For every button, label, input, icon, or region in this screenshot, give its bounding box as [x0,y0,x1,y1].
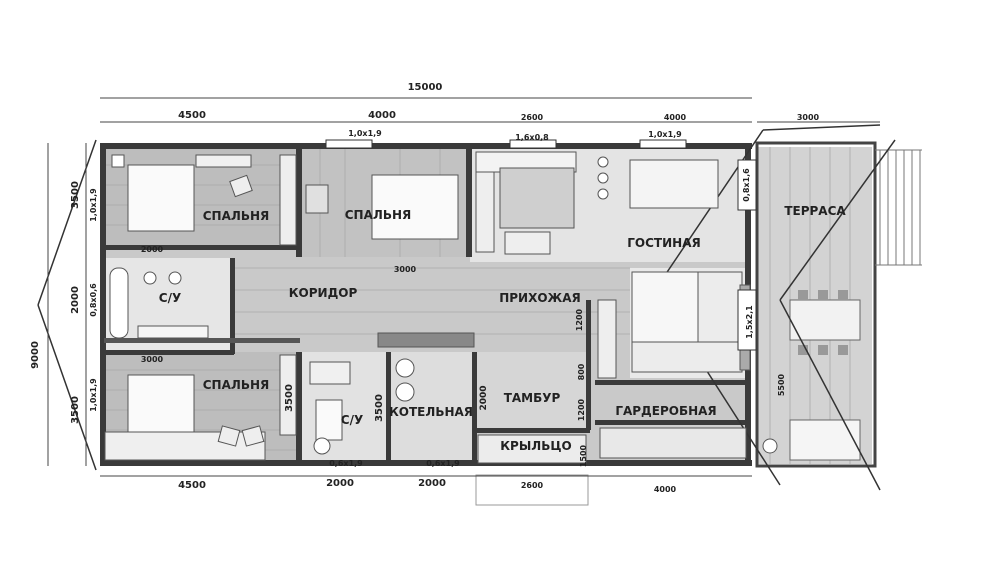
room-living: ГОСТИНАЯ [627,236,700,250]
dim-terrace-5500: 5500 [777,373,786,396]
dim-vest-800: 800 [577,363,586,380]
dim-bottom-mid1: 2000 [326,478,354,489]
room-bedroom-2: СПАЛЬНЯ [345,208,412,222]
dim-vest-1200: 1200 [577,398,586,421]
dim-inner-2000: 2000 [141,245,164,254]
dim-left-mid: 2000 [70,286,81,314]
dim-top-mid: 4000 [368,110,396,121]
window-label-4: 0,8x1,6 [742,168,751,202]
room-wardrobe: ГАРДЕРОБНАЯ [615,404,716,418]
room-corridor: КОРИДОР [289,286,358,300]
dim-corridor-3000: 3000 [394,265,417,274]
room-boiler: КОТЕЛЬНАЯ [389,405,473,419]
window-label-8: 1,5x2,1 [745,305,754,339]
dim-total-width: 15000 [408,82,443,93]
room-hallway: ПРИХОЖАЯ [499,291,581,305]
dim-hall-1200: 1200 [575,308,584,331]
room-porch: КРЫЛЬЦО [500,439,571,453]
dim-wc-3500: 3500 [284,384,295,412]
window-label-7: 1,0x1,9 [89,378,98,412]
dim-bottom-right: 4000 [654,485,677,494]
dim-left-bot: 3500 [70,396,81,424]
dim-boiler-3500: 3500 [374,394,385,422]
dim-bottom-left: 4500 [178,480,206,491]
dim-porch-1500: 1500 [579,444,588,467]
room-terrace: ТЕРРАСА [784,204,846,218]
dim-terrace-width: 3000 [797,113,820,122]
dim-left-top: 3500 [70,181,81,209]
room-bedroom-1: СПАЛЬНЯ [203,209,270,223]
window-label-9: 0,6x1,9 [329,459,363,468]
room-vestibule: ТАМБУР [504,391,561,405]
dim-top-left: 4500 [178,110,206,121]
window-label-10: 0,6x1,9 [426,459,460,468]
terrace [755,141,922,468]
furniture [104,151,751,506]
dimension-lines [47,97,880,477]
window-label-6: 0,8x0,6 [89,283,98,317]
window-label-1: 1,0x1,9 [348,129,382,138]
room-labels: СПАЛЬНЯ СПАЛЬНЯ СПАЛЬНЯ С/У С/У КОРИДОР … [159,204,847,453]
window-labels: 1,0x1,9 1,6x0,8 1,0x1,9 0,8x1,6 1,0x1,9 … [89,129,757,468]
dimension-labels: 15000 4500 4000 2600 4000 3000 4500 2000… [30,82,820,494]
dim-porch-width: 2600 [521,481,544,490]
dim-top-kitchen: 2600 [521,113,544,122]
dim-inner-3000: 3000 [141,355,164,364]
room-bath-1: С/У [159,291,181,305]
dim-bottom-mid2: 2000 [418,478,446,489]
dim-boiler-2000: 2000 [479,385,489,410]
dim-top-right: 4000 [664,113,687,122]
window-label-5: 1,0x1,9 [89,188,98,222]
window-label-3: 1,0x1,9 [648,130,682,139]
room-bath-2: С/У [341,413,363,427]
dim-total-height: 9000 [30,341,41,369]
wood-texture [104,147,851,464]
room-bedroom-3: СПАЛЬНЯ [203,378,270,392]
window-label-2: 1,6x0,8 [515,133,549,142]
